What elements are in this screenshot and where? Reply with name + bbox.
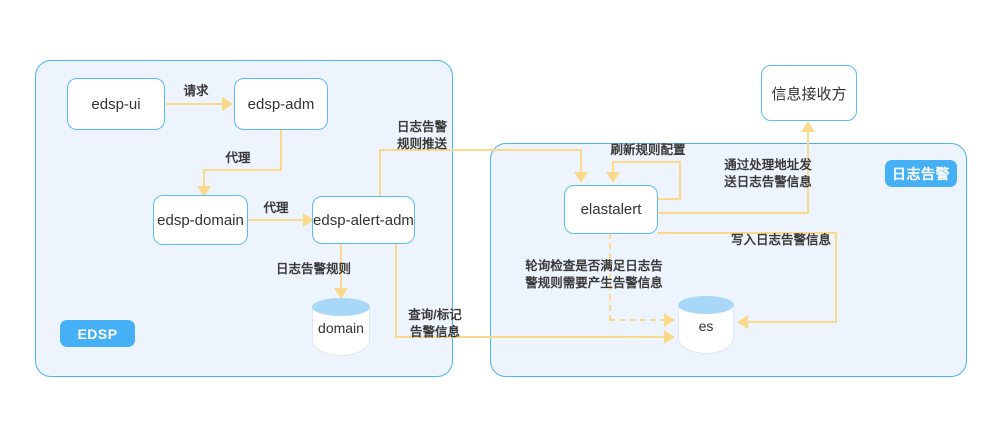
edge-write-log-seg-left xyxy=(748,321,837,323)
edge-log-alert-rule-line xyxy=(340,243,342,291)
edge-proxy1-seg-down2 xyxy=(203,169,205,189)
node-elastalert[interactable]: elastalert xyxy=(564,185,658,234)
edge-query-mark-seg-right xyxy=(395,336,666,338)
edge-refresh-config-seg-up xyxy=(679,162,681,200)
edge-proxy1-seg-down1 xyxy=(280,130,282,171)
node-edsp-ui[interactable]: edsp-ui xyxy=(67,78,165,130)
node-es-label: es xyxy=(698,317,714,334)
node-domain-datastore[interactable]: domain xyxy=(312,298,370,356)
edge-refresh-config-seg-down xyxy=(612,161,614,176)
edge-refresh-config-seg-right xyxy=(657,198,681,200)
edge-label-request: 请求 xyxy=(183,84,209,98)
node-domain-label: domain xyxy=(318,319,364,336)
edge-label-rule-push: 日志告警 规则推送 xyxy=(396,120,447,151)
edge-send-to-receiver-seg-up xyxy=(807,131,809,213)
node-es-datastore[interactable]: es xyxy=(678,296,734,354)
node-elastalert-label: elastalert xyxy=(580,201,642,218)
edge-label-proxy2: 代理 xyxy=(263,201,289,215)
node-receiver-label: 信息接收方 xyxy=(771,85,847,103)
edge-write-log-seg-down xyxy=(835,232,837,322)
edge-query-mark-seg-down xyxy=(395,243,397,337)
domain-cylinder-body xyxy=(312,307,370,356)
edge-rule-push-seg-right xyxy=(379,149,582,151)
edge-query-mark-arrowhead xyxy=(664,330,675,344)
edge-send-to-receiver-seg-right xyxy=(657,212,809,214)
node-edsp-domain-label: edsp-domain xyxy=(157,211,244,229)
edge-send-to-receiver-arrowhead xyxy=(801,121,815,132)
edge-label-refresh-config: 刷新规则配置 xyxy=(610,143,686,157)
domain-cylinder-top xyxy=(312,298,370,316)
node-edsp-alert-adm[interactable]: edsp-alert-adm xyxy=(312,196,415,244)
edge-request-arrowhead xyxy=(222,97,233,111)
edge-write-log-seg-right xyxy=(657,232,837,234)
edge-proxy2-line xyxy=(247,219,305,221)
edge-poll-check-arrowhead xyxy=(664,313,675,327)
edge-poll-check-seg-down xyxy=(609,233,611,321)
es-cylinder-top xyxy=(678,296,734,314)
edge-label-proxy1: 代理 xyxy=(225,151,251,165)
edge-refresh-config-arrowhead xyxy=(606,172,620,183)
edge-poll-check-seg-right xyxy=(609,319,666,321)
badge-edsp-label: EDSP xyxy=(77,325,118,342)
node-edsp-ui-label: edsp-ui xyxy=(91,95,141,113)
badge-log-alert-label: 日志告警 xyxy=(892,165,950,182)
edge-log-alert-rule-arrowhead xyxy=(334,288,348,299)
edge-proxy1-seg-left xyxy=(203,169,282,171)
badge-edsp: EDSP xyxy=(60,320,135,347)
edge-label-log-alert-rule: 日志告警规则 xyxy=(275,262,351,276)
edge-label-poll-check: 轮询检查是否满足日志告 警规则需要产生告警信息 xyxy=(525,259,663,290)
node-edsp-adm-label: edsp-adm xyxy=(247,95,315,113)
node-edsp-domain[interactable]: edsp-domain xyxy=(153,195,248,245)
badge-log-alert: 日志告警 xyxy=(885,160,957,187)
edge-write-log-arrowhead xyxy=(737,315,748,329)
node-edsp-alert-adm-label: edsp-alert-adm xyxy=(313,211,414,229)
edge-request-line xyxy=(166,103,224,105)
edge-rule-push-arrowhead xyxy=(574,172,588,183)
edge-rule-push-seg-down xyxy=(580,149,582,176)
edge-label-send-to-receiver: 通过处理地址发 送日志告警信息 xyxy=(724,158,812,189)
edge-proxy2-arrowhead xyxy=(303,213,314,227)
edge-refresh-config-seg-left xyxy=(612,161,681,163)
edge-proxy1-arrowhead xyxy=(197,186,211,197)
edge-rule-push-seg-up xyxy=(379,150,381,197)
edge-label-query-mark: 查询/标记 告警信息 xyxy=(408,308,462,339)
edge-label-write-log: 写入日志告警信息 xyxy=(730,233,831,247)
node-receiver[interactable]: 信息接收方 xyxy=(761,65,857,121)
node-edsp-adm[interactable]: edsp-adm xyxy=(234,78,328,130)
